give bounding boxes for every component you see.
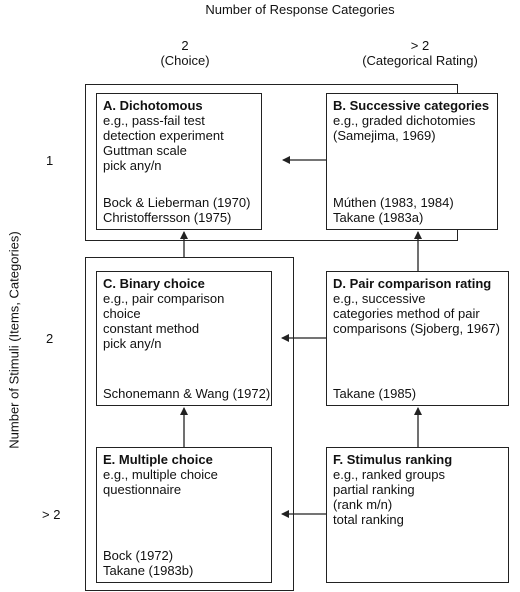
box-stimulus-ranking: F. Stimulus ranking e.g., ranked groups … <box>326 447 509 583</box>
box-title: F. Stimulus ranking <box>333 452 453 467</box>
box-title: D. Pair comparison rating <box>333 276 492 291</box>
box-reference: Schonemann & Wang (1972) <box>103 386 271 401</box>
box-reference: Múthen (1983, 1984) <box>333 195 454 210</box>
column-label-choice-count: 2 <box>181 38 189 53</box>
box-successive-categories: B. Successive categories e.g., graded di… <box>326 93 498 230</box>
column-label-rating-desc: (Categorical Rating) <box>362 53 478 68</box>
box-line: e.g., ranked groups <box>333 467 446 482</box>
box-reference: Bock (1972) <box>103 548 174 563</box>
box-line: detection experiment <box>103 128 224 143</box>
row-label-1: 1 <box>46 153 54 168</box>
box-dichotomous: A. Dichotomous e.g., pass-fail test dete… <box>96 93 262 230</box>
row-label-more: > 2 <box>42 507 61 522</box>
box-reference: Takane (1985) <box>333 386 417 401</box>
box-line: (rank m/n) <box>333 497 393 512</box>
box-line: questionnaire <box>103 482 182 497</box>
box-line: choice <box>103 306 141 321</box>
box-line: constant method <box>103 321 200 336</box>
box-line: pick any/n <box>103 336 162 351</box>
box-line: e.g., graded dichotomies <box>333 113 476 128</box>
box-title: C. Binary choice <box>103 276 205 291</box>
column-label-rating: > 2 (Categorical Rating) <box>345 38 495 68</box>
box-line: pick any/n <box>103 158 162 173</box>
box-pair-comparison-rating: D. Pair comparison rating e.g., successi… <box>326 271 509 406</box>
column-label-rating-count: > 2 <box>410 38 430 53</box>
box-multiple-choice: E. Multiple choice e.g., multiple choice… <box>96 447 272 583</box>
box-line: comparisons (Sjoberg, 1967) <box>333 321 500 336</box>
row-label-2: 2 <box>46 331 54 346</box>
box-title: B. Successive categories <box>333 98 490 113</box>
box-line: e.g., multiple choice <box>103 467 218 482</box>
group-choice-column <box>85 257 294 591</box>
box-reference: Christoffersson (1975) <box>103 210 232 225</box>
box-title: E. Multiple choice <box>103 452 213 467</box>
box-line: e.g., pair comparison <box>103 291 225 306</box>
box-reference: Takane (1983a) <box>333 210 424 225</box>
top-axis-title: Number of Response Categories <box>205 2 395 17</box>
box-line: (Samejima, 1969) <box>333 128 436 143</box>
column-label-choice: 2 (Choice) <box>130 38 240 68</box>
box-line: total ranking <box>333 512 404 527</box>
box-line: e.g., pass-fail test <box>103 113 205 128</box>
box-line: partial ranking <box>333 482 415 497</box>
box-line: categories method of pair <box>333 306 480 321</box>
box-line: Guttman scale <box>103 143 187 158</box>
column-label-choice-desc: (Choice) <box>160 53 210 68</box>
box-reference: Takane (1983b) <box>103 563 194 578</box>
box-binary-choice: C. Binary choice e.g., pair comparison c… <box>96 271 272 406</box>
box-line: e.g., successive <box>333 291 426 306</box>
box-title: A. Dichotomous <box>103 98 203 113</box>
box-reference: Bock & Lieberman (1970) <box>103 195 251 210</box>
